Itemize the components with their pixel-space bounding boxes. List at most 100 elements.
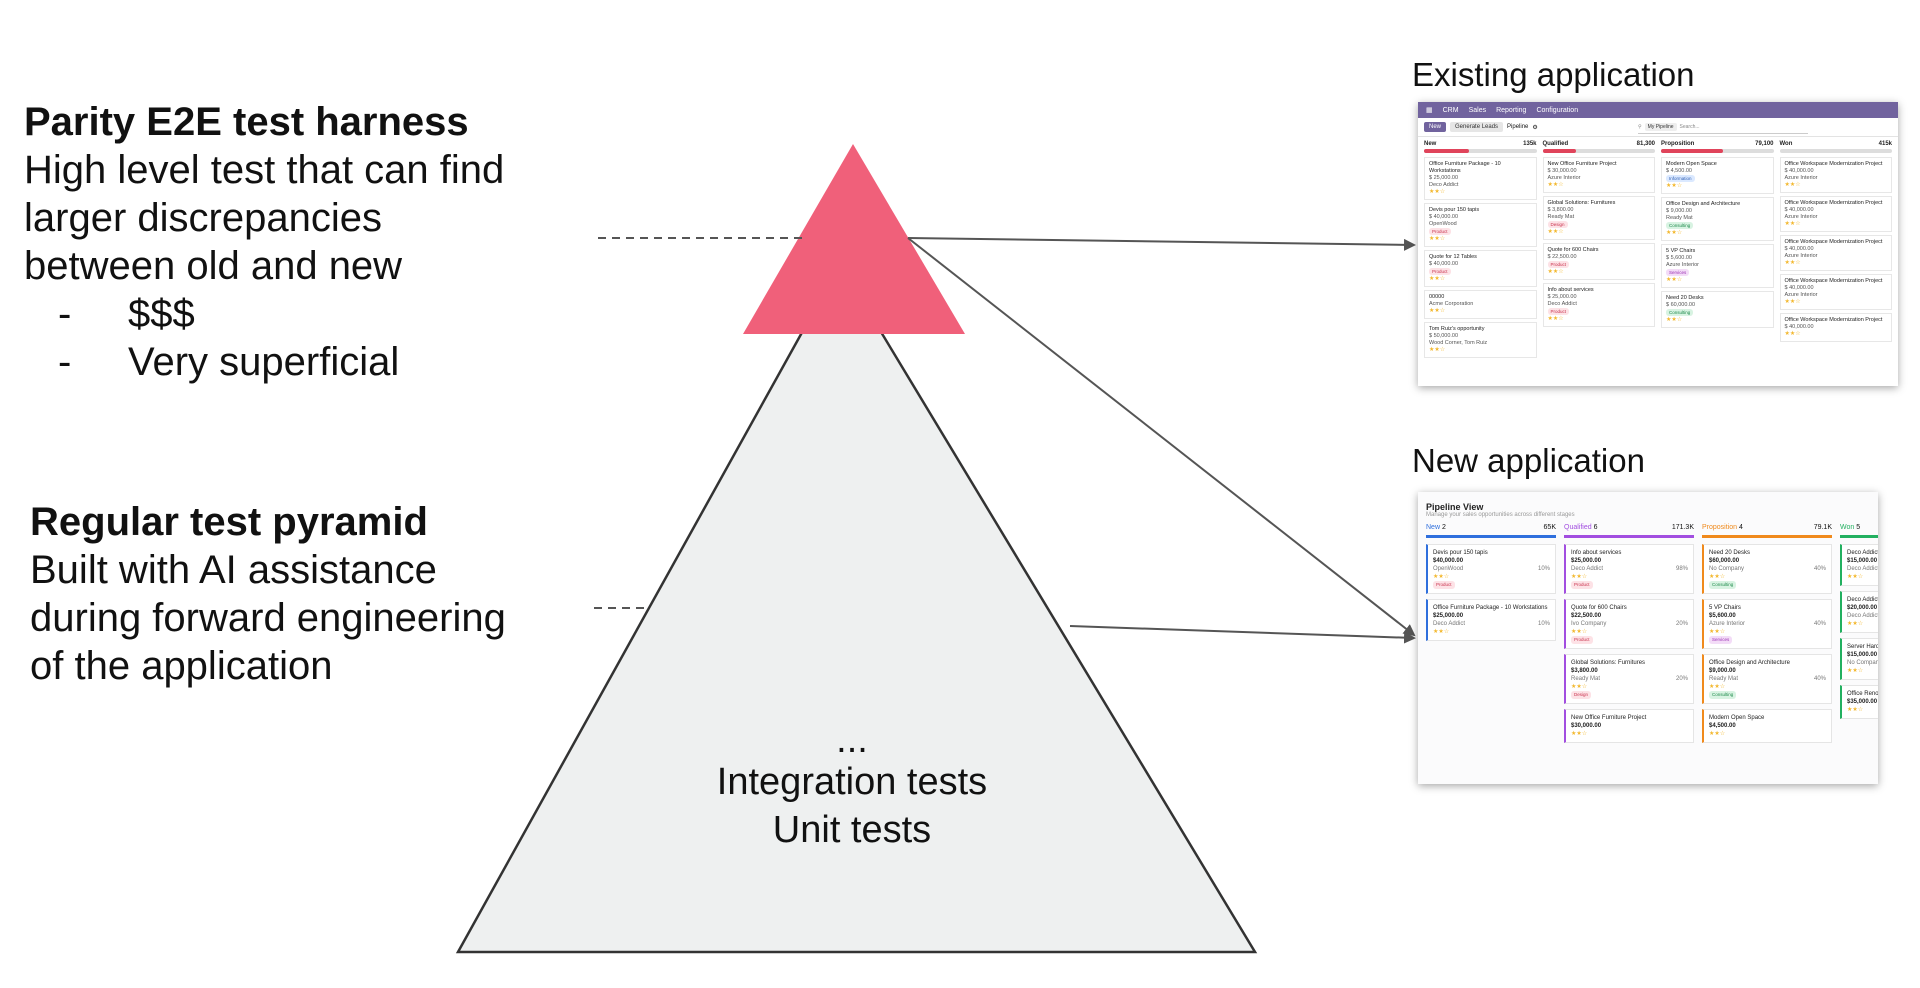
- card-amount: $ 50,000.00: [1429, 333, 1459, 339]
- nav-crm[interactable]: CRM: [1442, 106, 1459, 114]
- priority-stars[interactable]: ★★☆: [1571, 574, 1588, 580]
- column-progress: [1424, 149, 1537, 153]
- priority-stars[interactable]: ★★☆: [1709, 731, 1726, 737]
- column-name: New: [1424, 141, 1437, 147]
- priority-stars[interactable]: ★★☆: [1847, 668, 1864, 674]
- priority-stars[interactable]: ★★☆: [1433, 574, 1450, 580]
- pipeline-card[interactable]: Modern Open Space$4,500.00★★☆: [1702, 709, 1832, 743]
- kanban-card[interactable]: Office Workspace Modernization Project$ …: [1779, 196, 1892, 232]
- priority-stars[interactable]: ★★☆: [1547, 182, 1564, 188]
- card-probability: 98%: [1675, 566, 1688, 572]
- priority-stars[interactable]: ★★☆: [1784, 260, 1801, 266]
- kanban-card[interactable]: Office Workspace Modernization Project$ …: [1779, 157, 1892, 193]
- new-button[interactable]: New: [1424, 122, 1447, 132]
- priority-stars[interactable]: ★★☆: [1547, 229, 1564, 235]
- card-amount: $9,000.00: [1709, 668, 1736, 674]
- priority-stars[interactable]: ★★☆: [1429, 308, 1446, 314]
- regular-line-1: Built with AI assistance: [30, 548, 437, 592]
- card-title: Devis pour 150 tapis: [1429, 207, 1480, 213]
- priority-stars[interactable]: ★★☆: [1571, 684, 1588, 690]
- priority-stars[interactable]: ★★☆: [1784, 182, 1801, 188]
- pipeline-card[interactable]: Office Furniture Package - 10 Workstatio…: [1426, 599, 1556, 641]
- card-customer: Azure Interior: [1547, 175, 1581, 181]
- kanban-card[interactable]: Office Workspace Modernization Project$ …: [1779, 274, 1892, 310]
- search-bar[interactable]: ⚲ My Pipeline Search...: [1638, 121, 1808, 134]
- kanban-card[interactable]: Office Design and Architecture$ 9,000.00…: [1661, 197, 1774, 241]
- card-customer: Acme Corporation: [1429, 301, 1474, 307]
- card-customer: Deco Addict: [1847, 613, 1878, 619]
- priority-stars[interactable]: ★★☆: [1709, 684, 1726, 690]
- priority-stars[interactable]: ★★☆: [1666, 317, 1683, 323]
- pipeline-card[interactable]: New Office Furniture Project$30,000.00★★…: [1564, 709, 1694, 743]
- priority-stars[interactable]: ★★☆: [1429, 189, 1446, 195]
- pipeline-card[interactable]: Office Renovation$35,000.00★★☆: [1840, 685, 1878, 719]
- card-probability: 10%: [1537, 566, 1550, 572]
- priority-stars[interactable]: ★★☆: [1429, 236, 1446, 242]
- priority-stars[interactable]: ★★☆: [1547, 269, 1564, 275]
- card-amount: $ 40,000.00: [1429, 261, 1459, 267]
- card-customer: Azure Interior: [1784, 292, 1818, 298]
- card-title: 5 VP Chairs: [1709, 605, 1741, 611]
- priority-stars[interactable]: ★★☆: [1709, 629, 1726, 635]
- priority-stars[interactable]: ★★☆: [1709, 574, 1726, 580]
- generate-leads-button[interactable]: Generate Leads: [1450, 122, 1504, 132]
- card-tag: Design: [1547, 221, 1568, 228]
- nav-configuration[interactable]: Configuration: [1536, 106, 1579, 114]
- priority-stars[interactable]: ★★☆: [1547, 316, 1564, 322]
- priority-stars[interactable]: ★★☆: [1784, 331, 1801, 337]
- priority-stars[interactable]: ★★☆: [1666, 230, 1683, 236]
- card-title: Modern Open Space: [1709, 715, 1765, 721]
- priority-stars[interactable]: ★★☆: [1571, 629, 1588, 635]
- priority-stars[interactable]: ★★☆: [1847, 707, 1864, 713]
- kanban-card[interactable]: Office Workspace Modernization Project$ …: [1779, 313, 1892, 342]
- priority-stars[interactable]: ★★☆: [1784, 299, 1801, 305]
- kanban-card[interactable]: Office Workspace Modernization Project$ …: [1779, 235, 1892, 271]
- card-probability: 40%: [1813, 676, 1826, 682]
- card-amount: $ 22,500.00: [1547, 254, 1577, 260]
- card-amount: $3,800.00: [1571, 668, 1598, 674]
- card-title: Quote for 600 Chairs: [1547, 247, 1599, 253]
- card-title: Office Design and Architecture: [1666, 201, 1741, 207]
- priority-stars[interactable]: ★★☆: [1571, 731, 1588, 737]
- apps-icon[interactable]: ▦: [1426, 107, 1433, 114]
- priority-stars[interactable]: ★★☆: [1433, 629, 1450, 635]
- priority-stars[interactable]: ★★☆: [1847, 574, 1864, 580]
- card-customer: Ready Mat: [1547, 214, 1575, 220]
- card-tag: Consulting: [1709, 691, 1737, 699]
- gear-icon[interactable]: ⚙: [1532, 124, 1538, 131]
- kanban-card[interactable]: Office Furniture Package - 10 Workstatio…: [1424, 157, 1537, 200]
- priority-stars[interactable]: ★★☆: [1429, 347, 1446, 353]
- priority-stars[interactable]: ★★☆: [1429, 276, 1446, 282]
- priority-stars[interactable]: ★★☆: [1666, 277, 1683, 283]
- priority-stars[interactable]: ★★☆: [1666, 183, 1683, 189]
- priority-stars[interactable]: ★★☆: [1847, 621, 1864, 627]
- nav-reporting[interactable]: Reporting: [1496, 106, 1527, 114]
- search-facet[interactable]: My Pipeline: [1644, 122, 1677, 131]
- nav-sales[interactable]: Sales: [1468, 106, 1487, 114]
- card-amount: $ 40,000.00: [1784, 246, 1814, 252]
- column-total: 415k: [1878, 141, 1892, 147]
- priority-stars[interactable]: ★★☆: [1784, 221, 1801, 227]
